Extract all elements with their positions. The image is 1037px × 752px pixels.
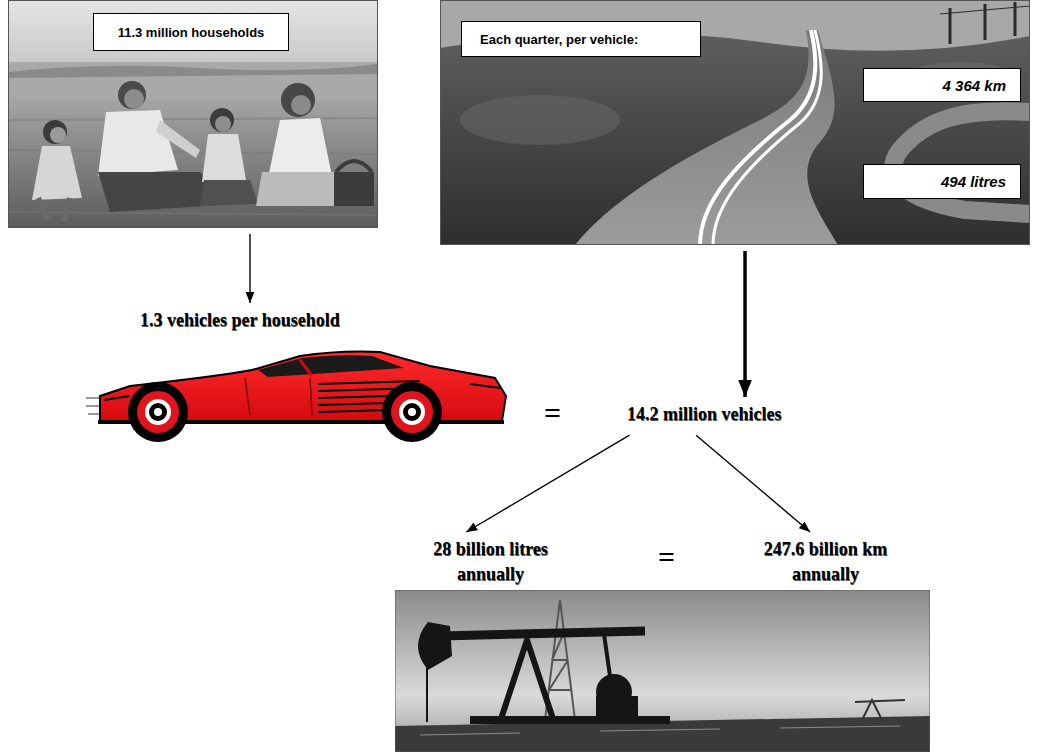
equals-sign: = <box>544 398 561 428</box>
family-photo-part <box>281 83 315 117</box>
red-car-part-part <box>382 382 442 442</box>
road-photo-part <box>940 6 1030 14</box>
family-photo-part <box>8 118 378 215</box>
family-photo-part <box>32 146 82 200</box>
red-car-part <box>245 378 312 415</box>
flow-arrow <box>743 251 747 397</box>
red-car-part-part <box>154 408 162 416</box>
oil-pump-photo-part <box>470 716 670 724</box>
flow-arrow <box>696 435 810 532</box>
red-car-part <box>258 355 404 377</box>
family-photo-part <box>256 172 340 206</box>
red-car-part-part <box>403 403 421 421</box>
oil-pump-photo-part <box>855 700 905 720</box>
flow-arrow <box>249 234 250 303</box>
family-photo-part <box>8 100 378 228</box>
road-photo-part <box>460 95 620 145</box>
red-car-part-part <box>128 382 188 442</box>
figure-text: 1.3 vehicles per household <box>140 308 340 333</box>
family-photo <box>8 0 378 228</box>
red-car-part <box>128 382 188 442</box>
family-photo-part <box>118 81 146 109</box>
road-photo-part <box>713 30 821 245</box>
family-photo-part <box>202 134 246 182</box>
oil-pump-photo <box>395 590 930 752</box>
vehicle-count: 14.2 million vehicles <box>623 400 786 429</box>
family-photo-part <box>210 108 234 132</box>
red-car-part-part <box>145 399 171 425</box>
family-photo-part <box>334 172 374 206</box>
road-photo-part <box>440 0 1030 245</box>
oil-pump-photo-part <box>395 716 930 752</box>
figure-text: 247.6 billion km annually <box>733 537 918 587</box>
road-photo-part <box>575 30 838 245</box>
family-photo-part <box>156 120 200 158</box>
oil-pump-photo-part <box>500 640 554 722</box>
red-car-part <box>470 384 500 388</box>
red-car-part-part <box>391 391 433 433</box>
red-car-part <box>300 360 312 376</box>
road-photo <box>440 0 1030 245</box>
family-photo-part <box>50 127 66 143</box>
red-car-part-part <box>399 399 425 425</box>
oil-pump-photo-part <box>395 590 930 752</box>
flow-arrow <box>466 435 629 532</box>
equals-sign: = <box>658 542 675 572</box>
oil-pump-photo-part <box>418 622 452 670</box>
family-photo-box: 11.3 million households <box>8 0 378 228</box>
oil-pump-photo-part <box>426 668 428 722</box>
red-car-part-part <box>149 403 167 421</box>
family-photo-part <box>124 89 144 109</box>
oil-pump-photo-part <box>440 631 645 636</box>
family-photo-part <box>215 116 231 132</box>
figure-text: 28 billion litres annually <box>408 537 573 587</box>
red-car-part <box>104 396 130 400</box>
road-photo-part <box>700 30 815 245</box>
red-car-part-part <box>137 391 179 433</box>
oil-pump-photo-part <box>395 590 930 752</box>
family-photo-part <box>336 161 372 172</box>
family-photo-part <box>200 180 258 206</box>
photo-caption: 11.3 million households <box>93 13 289 51</box>
family-photo-part <box>8 64 378 78</box>
oil-pump-photo-part <box>420 726 900 735</box>
family-photo-part <box>38 198 70 222</box>
family-photo-part <box>43 120 67 144</box>
photo-caption: Each quarter, per vehicle: <box>461 21 701 57</box>
vehicles-per-household: 1.3 vehicles per household <box>136 306 344 335</box>
photo-caption: 4 364 km <box>863 68 1021 102</box>
family-photo-part <box>268 118 332 178</box>
red-car-part-part <box>408 408 416 416</box>
road-photo-box: Each quarter, per vehicle: 4 364 km 494 li… <box>440 0 1030 245</box>
family-photo-part <box>98 110 178 176</box>
family-photo-part <box>291 95 311 115</box>
red-car-part <box>382 382 442 442</box>
family-photo-part <box>8 62 378 106</box>
fuel-total: 28 billion litres annually <box>404 535 577 589</box>
distance-total: 247.6 billion km annually <box>729 535 922 589</box>
figure-text: 14.2 million vehicles <box>627 402 782 427</box>
red-car <box>86 352 506 443</box>
photo-caption: 494 litres <box>863 164 1021 199</box>
